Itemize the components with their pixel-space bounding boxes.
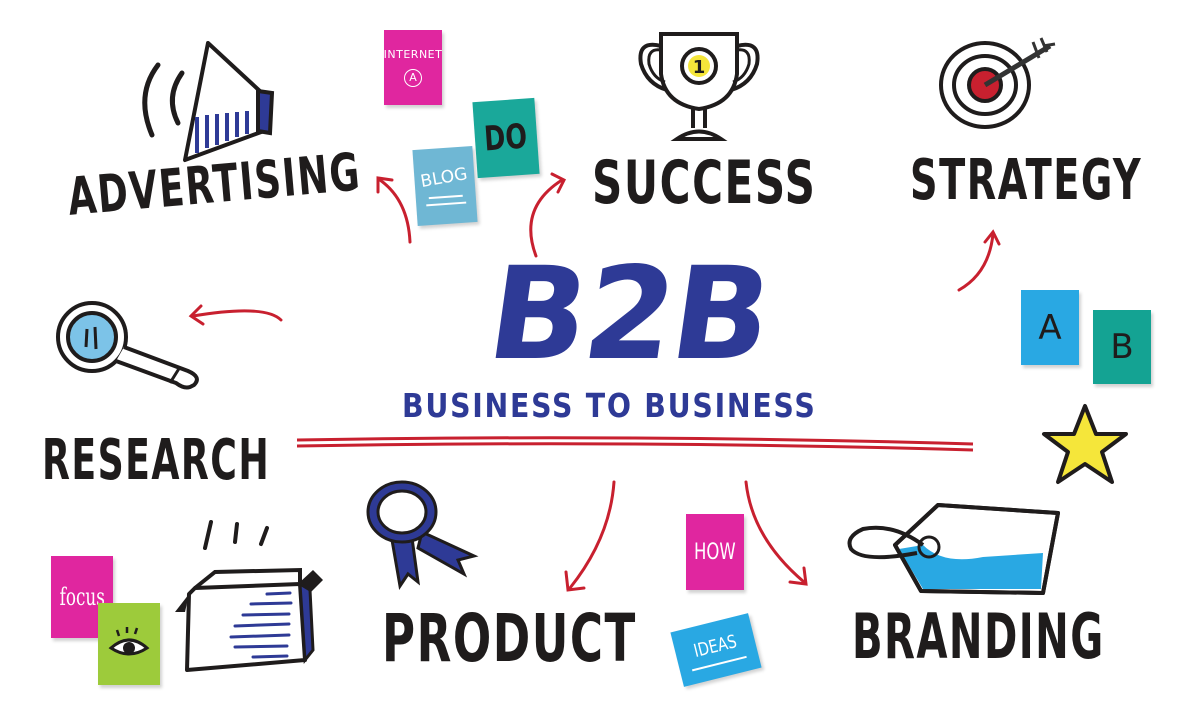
ideas-label: IDEAS (691, 630, 739, 662)
topic-advertising-label: ADVERTISING (65, 142, 364, 228)
topic-branding-label: BRANDING (852, 600, 1105, 673)
sticky-note-internet: INTERNET A (384, 30, 442, 105)
center-title: B2B (479, 240, 779, 389)
center-underline (296, 436, 974, 452)
sticky-note-eye (98, 603, 160, 685)
blog-underline (426, 201, 467, 206)
do-label: DO (483, 116, 529, 160)
blog-underline (428, 194, 463, 199)
rosette-icon (366, 480, 479, 590)
megaphone-icon (142, 41, 275, 162)
star-icon (1042, 404, 1128, 484)
a-label: A (1038, 307, 1062, 348)
sticky-note-a: A (1021, 290, 1079, 365)
sticky-note-ideas: IDEAS (670, 613, 762, 687)
trophy-icon: 1 (638, 32, 760, 141)
trophy-rank: 1 (693, 57, 706, 78)
magnifier-icon (56, 301, 199, 390)
arrow-to-branding (744, 480, 808, 586)
sticky-note-do: DO (472, 97, 540, 179)
arrow-to-strategy (957, 229, 1001, 292)
center-subtitle: BUSINESS TO BUSINESS (402, 386, 817, 425)
arrow-to-research (188, 304, 283, 326)
sticky-note-how: HOW (686, 514, 744, 590)
internet-sublabel: A (404, 69, 422, 87)
topic-strategy-label: STRATEGY (910, 148, 1143, 213)
arrow-to-advertising (376, 176, 412, 244)
internet-label: INTERNET (383, 48, 443, 61)
focus-label: focus (59, 583, 105, 611)
box-icon (175, 520, 323, 672)
topic-research-label: RESEARCH (42, 428, 271, 493)
how-label: HOW (694, 539, 736, 565)
eye-icon (108, 627, 150, 656)
tag-icon (847, 503, 1060, 595)
arrow-to-product (564, 480, 616, 592)
arrow-to-success (529, 172, 567, 258)
b-label: B (1110, 327, 1134, 367)
topic-success-label: SUCCESS (592, 148, 817, 218)
blog-label: BLOG (419, 163, 470, 192)
target-icon (939, 37, 1056, 129)
sticky-note-blog: BLOG (412, 145, 478, 227)
topic-product-label: PRODUCT (382, 600, 637, 677)
sticky-note-b: B (1093, 310, 1151, 384)
